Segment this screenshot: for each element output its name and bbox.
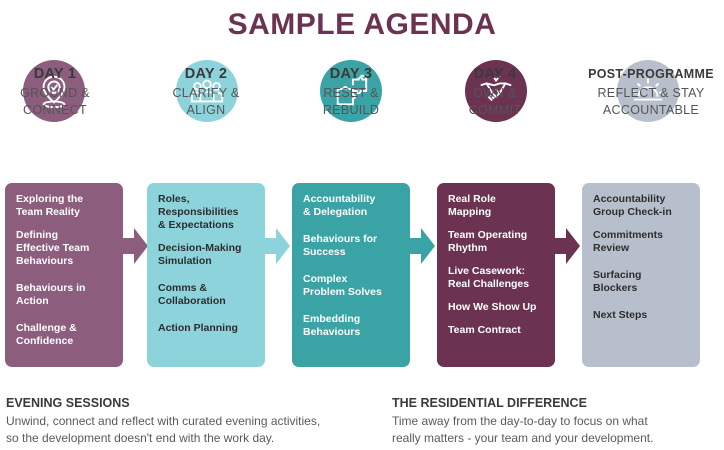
puzzle-pieces-icon	[320, 60, 382, 122]
day-3-theme: RESET & REBUILD	[322, 86, 380, 117]
evening-sessions-text: Unwind, connect and reflect with curated…	[6, 414, 321, 445]
list-item: Complex Problem Solves	[303, 273, 382, 298]
list-item: Team Contract	[448, 324, 521, 336]
evening-sessions-heading: EVENING SESSIONS	[6, 396, 130, 410]
sunrise-icon	[617, 60, 679, 122]
list-item: Challenge & Confidence	[16, 322, 77, 347]
arrow-shaft-2	[265, 238, 279, 254]
location-pin-check-icon	[23, 60, 85, 122]
list-item: Behaviours in Action	[16, 282, 86, 307]
list-item: Team Operating Rhythm	[448, 229, 528, 254]
list-item: Roles, Responsibilities & Expectations	[158, 193, 239, 231]
arrow-right-icon	[566, 228, 580, 264]
residential-difference-heading: THE RESIDENTIAL DIFFERENCE	[392, 396, 587, 410]
post-programme-panel: Accountability Group Check-in Commitment…	[582, 183, 700, 367]
day-4-theme: OWN & COMMIT	[468, 86, 522, 117]
list-item: Embedding Behaviours	[303, 313, 361, 338]
list-item: Defining Effective Team Behaviours	[16, 229, 90, 267]
day-4-panel: Real Role Mapping Team Operating Rhythm …	[437, 183, 555, 367]
list-item: How We Show Up	[448, 301, 537, 313]
list-item: Decision-Making Simulation	[158, 242, 242, 267]
residential-difference-text: Time away from the day-to-day to focus o…	[392, 414, 654, 445]
list-item: Accountability Group Check-in	[593, 193, 672, 218]
arrow-right-icon	[134, 228, 148, 264]
handshake-icon	[465, 60, 527, 122]
post-programme-label: POST-PROGRAMME	[588, 67, 714, 81]
day-3-label: DAY 3	[329, 66, 373, 82]
arrow-shaft-3	[410, 238, 424, 254]
list-item: Behaviours for Success	[303, 233, 378, 258]
arrow-shaft-4	[555, 238, 569, 254]
day-1-label: DAY 1	[33, 66, 77, 82]
list-item: Live Casework: Real Challenges	[448, 265, 530, 290]
day-2-label: DAY 2	[184, 66, 228, 82]
day-3-panel: Accountability & Delegation Behaviours f…	[292, 183, 410, 367]
day-1-theme: GROUND & CONNECT	[20, 86, 90, 117]
list-item: Comms & Collaboration	[158, 282, 226, 307]
post-programme-theme: REFLECT & STAY ACCOUNTABLE	[597, 86, 705, 117]
page-title: SAMPLE AGENDA	[227, 8, 497, 41]
day-4-label: DAY 4	[473, 66, 517, 82]
list-item: Next Steps	[593, 309, 648, 321]
list-item: Exploring the Team Reality	[16, 193, 84, 218]
arrow-right-icon	[276, 228, 290, 264]
list-item: Surfacing Blockers	[593, 269, 642, 294]
list-item: Real Role Mapping	[448, 193, 496, 218]
day-2-theme: CLARIFY & ALIGN	[172, 86, 240, 117]
day-2-panel: Roles, Responsibilities & Expectations D…	[147, 183, 265, 367]
day-1-panel: Exploring the Team Reality Defining Effe…	[5, 183, 123, 367]
list-item: Action Planning	[158, 322, 238, 334]
team-people-icon	[176, 60, 238, 122]
list-item: Accountability & Delegation	[303, 193, 376, 218]
list-item: Commitments Review	[593, 229, 664, 254]
arrow-shaft-1	[123, 238, 137, 254]
arrow-right-icon	[421, 228, 435, 264]
